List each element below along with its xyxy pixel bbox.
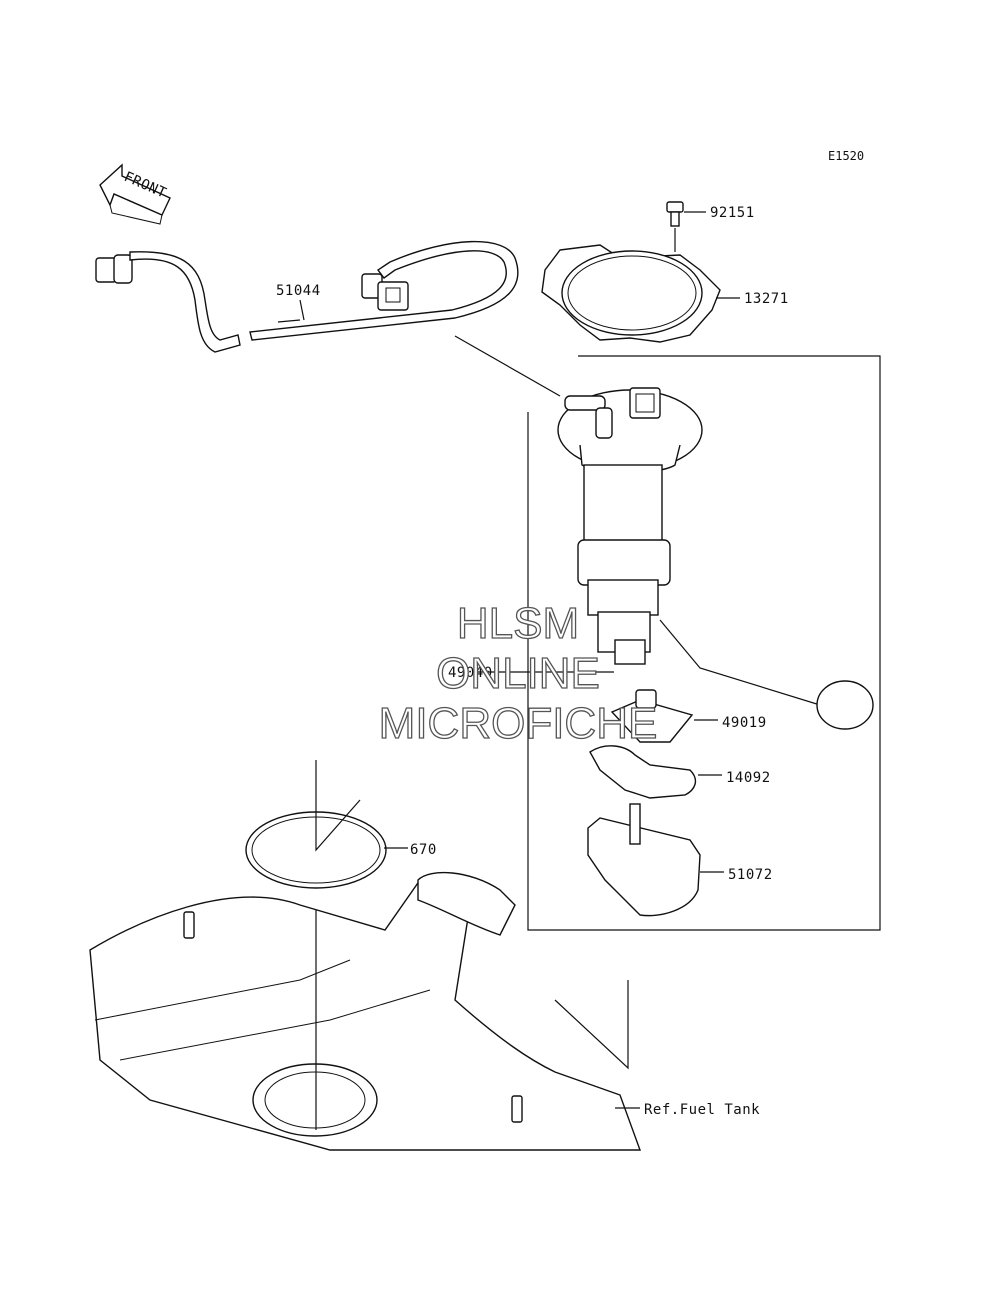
callout-51072: 51072 xyxy=(728,867,773,883)
callout-92151: 92151 xyxy=(710,205,755,221)
callout-fuel-tank: Ref.Fuel Tank xyxy=(644,1102,760,1118)
fuel-hose xyxy=(95,240,519,353)
pump-group-frame xyxy=(527,355,881,931)
fuel-pump xyxy=(557,387,874,730)
gasket xyxy=(541,244,721,343)
callout-49040: 49040 xyxy=(448,665,493,681)
filter xyxy=(610,689,694,743)
watermark-line2: ONLINE xyxy=(436,649,600,698)
cup xyxy=(587,803,701,917)
callout-13271: 13271 xyxy=(744,291,789,307)
callout-14092: 14092 xyxy=(726,770,771,786)
callout-49019: 49019 xyxy=(722,715,767,731)
fuel-tank xyxy=(89,871,641,1151)
holder xyxy=(589,745,697,799)
diagram-code: E1520 xyxy=(828,149,864,163)
front-arrow-icon: FRONT xyxy=(99,163,171,225)
watermark-line3: MICROFICHE xyxy=(379,699,658,748)
watermark: HLSM ONLINE MICROFICHE xyxy=(378,598,658,748)
callout-670: 670 xyxy=(410,842,437,858)
bolt xyxy=(666,201,684,227)
watermark-line1: HLSM xyxy=(457,599,579,648)
callout-51044: 51044 xyxy=(276,283,321,299)
